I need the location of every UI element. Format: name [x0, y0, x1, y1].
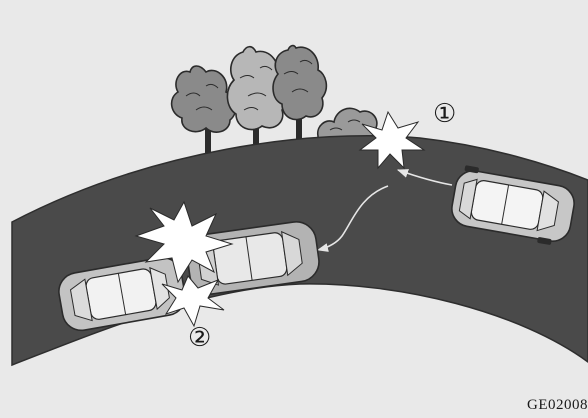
tree-icon: [172, 66, 236, 155]
impact-marker-2: ②: [188, 325, 211, 351]
impact-marker-1: ①: [433, 101, 456, 127]
figure-code: GE02008: [527, 397, 588, 414]
